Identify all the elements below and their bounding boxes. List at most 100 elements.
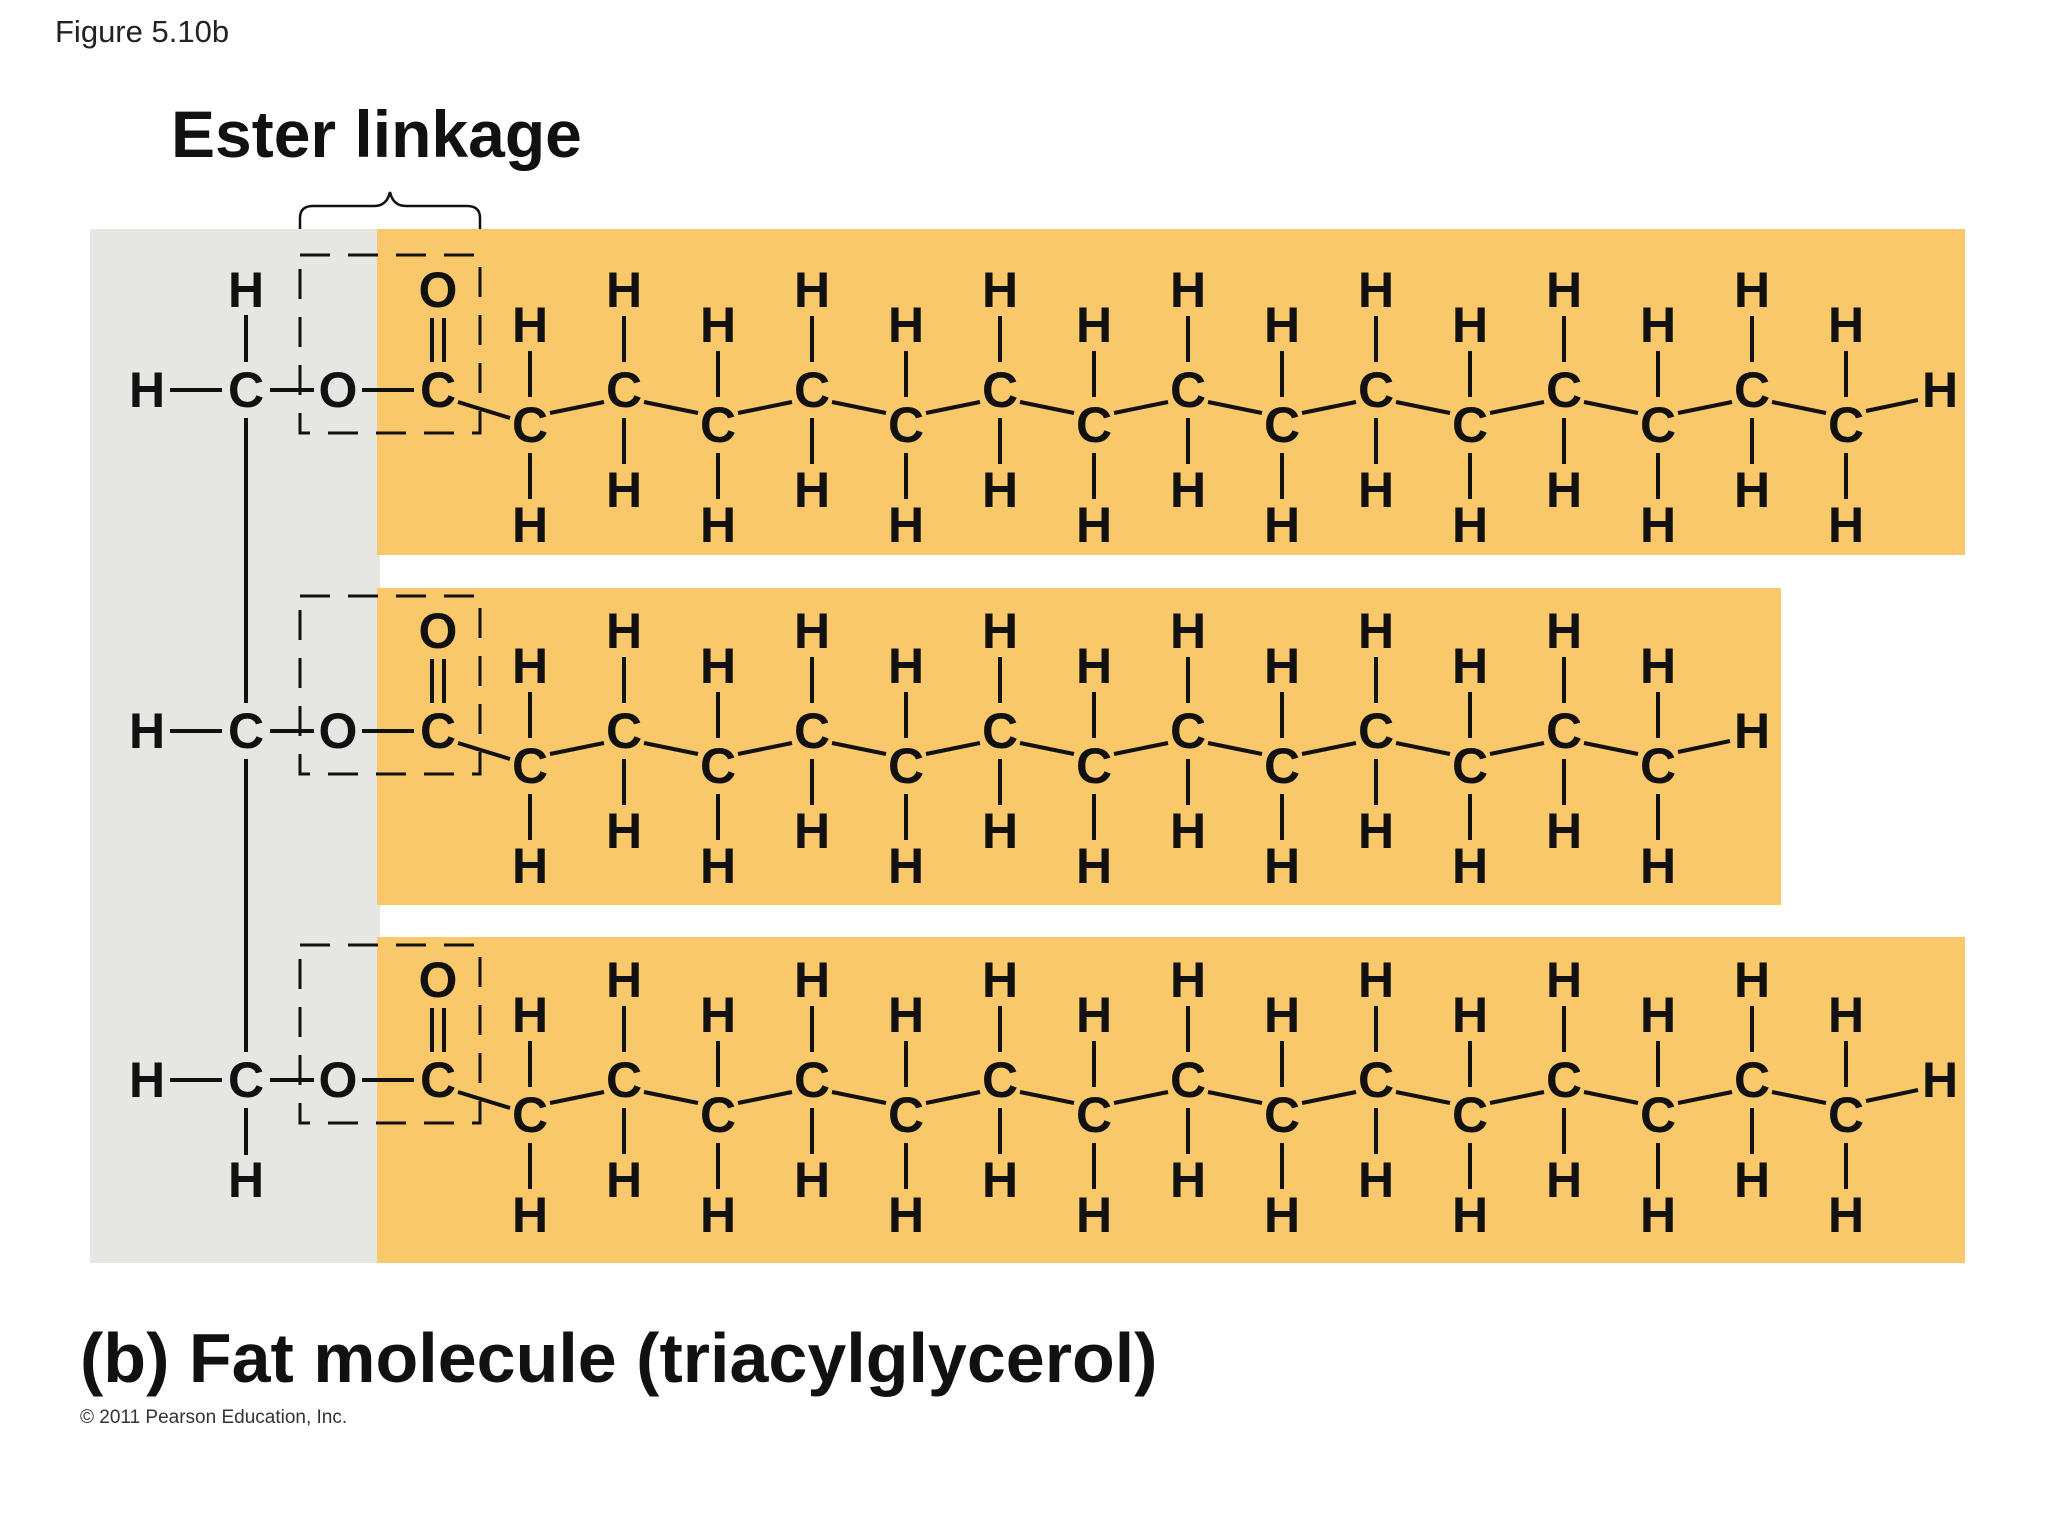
chain-carbon: C — [700, 738, 736, 794]
figure-caption: (b) Fat molecule (triacylglycerol) — [80, 1319, 1158, 1397]
figure-label: Figure 5.10b — [55, 14, 230, 49]
chain-hydrogen: H — [1640, 987, 1676, 1043]
chain-hydrogen: H — [1170, 262, 1206, 318]
chain-hydrogen: H — [1264, 638, 1300, 694]
c-c-bond — [549, 741, 605, 756]
ester-linkage-box — [298, 943, 482, 1125]
chain-carbon: C — [794, 362, 830, 418]
copyright-notice: © 2011 Pearson Education, Inc. — [80, 1407, 348, 1428]
chain-hydrogen: H — [1076, 838, 1112, 894]
c-c-bond — [737, 741, 793, 756]
chain-hydrogen: H — [1076, 987, 1112, 1043]
chain-hydrogen: H — [1358, 952, 1394, 1008]
chain-carbon: C — [606, 1052, 642, 1108]
chain-carbon: C — [888, 397, 924, 453]
chain-hydrogen: H — [1828, 297, 1864, 353]
c-c-bond — [831, 400, 887, 415]
c-c-bond — [1019, 741, 1075, 756]
chain-carbon: C — [1264, 738, 1300, 794]
chain-carbon: C — [1734, 1052, 1770, 1108]
chain-hydrogen: H — [1452, 1187, 1488, 1243]
chain-hydrogen: H — [888, 1187, 924, 1243]
c-c-bond — [1207, 1090, 1263, 1105]
chain-carbon: C — [982, 703, 1018, 759]
chain-hydrogen: H — [700, 987, 736, 1043]
c-c-bond — [831, 741, 887, 756]
carbonyl-carbon: C — [420, 362, 456, 418]
chain-hydrogen: H — [1264, 987, 1300, 1043]
chain-hydrogen: H — [606, 1152, 642, 1208]
c-c-bond — [1301, 400, 1357, 415]
chain-carbon: C — [1452, 397, 1488, 453]
chain-hydrogen: H — [1734, 262, 1770, 318]
chain-hydrogen: H — [1640, 838, 1676, 894]
chain-hydrogen: H — [1076, 497, 1112, 553]
ester-linkage-title: Ester linkage — [171, 97, 582, 171]
glycerol-hydrogen: H — [129, 362, 165, 418]
c-c-bond — [1019, 1090, 1075, 1105]
chain-hydrogen: H — [1264, 838, 1300, 894]
chain-hydrogen: H — [1640, 297, 1676, 353]
glycerol-hydrogen: H — [129, 703, 165, 759]
chain-hydrogen: H — [700, 638, 736, 694]
c-c-bond — [457, 1090, 511, 1110]
chain-hydrogen: H — [982, 952, 1018, 1008]
chain-hydrogen: H — [982, 1152, 1018, 1208]
chain-carbon: C — [982, 362, 1018, 418]
c-c-bond — [1207, 400, 1263, 415]
c-c-bond — [1489, 1090, 1545, 1105]
chain-hydrogen: H — [1828, 497, 1864, 553]
chain-carbon: C — [888, 1087, 924, 1143]
chain-hydrogen: H — [982, 462, 1018, 518]
c-c-bond — [549, 1090, 605, 1105]
chain-hydrogen: H — [794, 262, 830, 318]
c-c-bond — [1113, 400, 1169, 415]
chain-carbon: C — [1358, 703, 1394, 759]
chain-hydrogen: H — [1170, 1152, 1206, 1208]
chain-hydrogen: H — [606, 262, 642, 318]
chain-hydrogen: H — [606, 952, 642, 1008]
chain-hydrogen: H — [1734, 1152, 1770, 1208]
chain-hydrogen: H — [888, 497, 924, 553]
chain-hydrogen: H — [1546, 803, 1582, 859]
chain-carbon: C — [1546, 703, 1582, 759]
c-h-bond — [1865, 1088, 1919, 1103]
c-c-bond — [1583, 1090, 1639, 1105]
chain-carbon: C — [1170, 703, 1206, 759]
chain-hydrogen: H — [512, 497, 548, 553]
chain-hydrogen: H — [1828, 987, 1864, 1043]
chain-carbon: C — [982, 1052, 1018, 1108]
chain-hydrogen: H — [700, 1187, 736, 1243]
ester-linkage-box — [298, 594, 482, 776]
chain-carbon: C — [512, 397, 548, 453]
chain-hydrogen: H — [1076, 297, 1112, 353]
chain-hydrogen: H — [794, 603, 830, 659]
terminal-hydrogen: H — [1734, 703, 1770, 759]
chain-hydrogen: H — [1076, 638, 1112, 694]
glycerol-carbon: C — [228, 362, 264, 418]
chain-hydrogen: H — [1358, 1152, 1394, 1208]
chain-hydrogen: H — [1264, 1187, 1300, 1243]
chain-hydrogen: H — [982, 262, 1018, 318]
chain-hydrogen: H — [1264, 297, 1300, 353]
glycerol-hydrogen: H — [129, 1052, 165, 1108]
chain-carbon: C — [1076, 397, 1112, 453]
chain-hydrogen: H — [1170, 462, 1206, 518]
c-c-bond — [1583, 741, 1639, 756]
chain-hydrogen: H — [888, 987, 924, 1043]
chain-carbon: C — [1640, 397, 1676, 453]
terminal-hydrogen: H — [1922, 362, 1958, 418]
chain-carbon: C — [1546, 362, 1582, 418]
chain-hydrogen: H — [1452, 638, 1488, 694]
c-h-bond — [1677, 739, 1731, 754]
chain-hydrogen: H — [1170, 603, 1206, 659]
c-c-bond — [1113, 741, 1169, 756]
chain-carbon: C — [1640, 1087, 1676, 1143]
glycerol-hydrogen: H — [228, 262, 264, 318]
carbonyl-carbon: C — [420, 1052, 456, 1108]
chain-hydrogen: H — [512, 297, 548, 353]
chain-hydrogen: H — [1452, 297, 1488, 353]
chain-hydrogen: H — [888, 297, 924, 353]
chain-carbon: C — [1076, 1087, 1112, 1143]
